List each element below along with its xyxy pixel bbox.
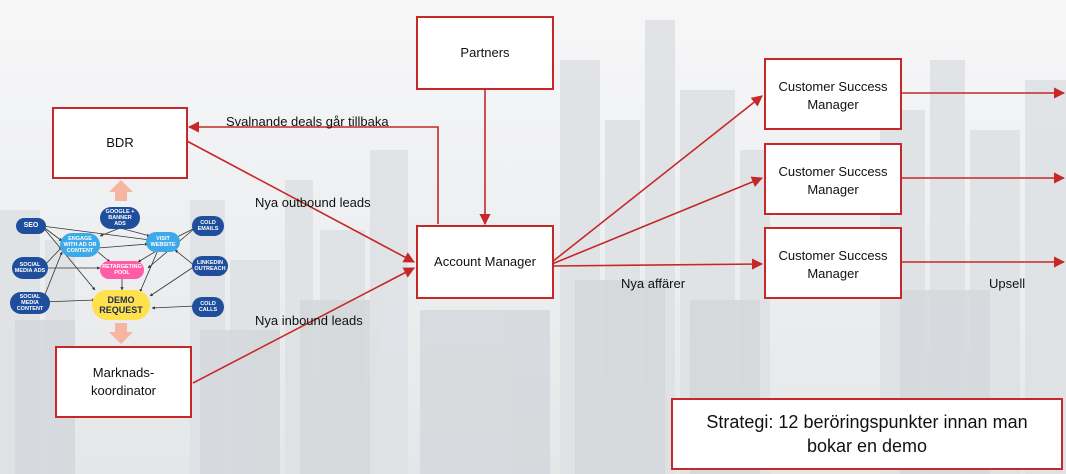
touchpoint-linkedin-outreach: LINKEDIN OUTREACH: [192, 256, 228, 276]
bdr-label: BDR: [106, 135, 134, 151]
csm-box-3: Customer Success Manager: [764, 227, 902, 299]
arrow-am-to-csm3: [551, 258, 764, 270]
label-upsell: Upsell: [989, 276, 1026, 291]
strategy-text-line2: bokar en demo: [806, 436, 928, 456]
csm-3-label-line2: Manager: [807, 265, 859, 281]
account-manager-label: Account Manager: [434, 254, 536, 270]
arrow-am-to-csm1: [551, 95, 763, 263]
touchpoint-cold-emails: COLD EMAILS: [192, 216, 224, 236]
label-nya-affarer: Nya affärer: [621, 276, 686, 291]
partners-box: Partners: [416, 16, 554, 90]
csm-box-2: Customer Success Manager: [764, 143, 902, 215]
partners-label: Partners: [460, 45, 510, 61]
label-nya-outbound-leads: Nya outbound leads: [255, 195, 371, 210]
strategy-box: Strategi: 12 beröringspunkter innan man …: [671, 398, 1063, 470]
touchpoint-cold-calls: COLD CALLS: [192, 297, 224, 317]
touchpoint-demo-request: DEMO REQUEST: [92, 290, 150, 320]
touchpoint-google-banner-ads: GOOGLE + BANNER ADS: [100, 207, 140, 229]
touchpoint-social-media-ads: SOCIAL MEDIA ADS: [12, 257, 48, 279]
arrow-am-to-bdr: [187, 121, 439, 224]
touchpoint-retargeting-pool: RETARGETING POOL: [100, 261, 144, 279]
marknadskoordinator-label-line1: Marknads-: [92, 365, 155, 381]
csm-2-label-line2: Manager: [807, 181, 859, 197]
csm-1-label-line1: Customer Success: [778, 79, 888, 94]
down-arrow-to-marknad: [109, 323, 133, 344]
arrow-marknad-to-am: [192, 267, 415, 384]
marknadskoordinator-box: Marknads- koordinator: [55, 346, 192, 418]
up-arrow-to-bdr: [109, 180, 133, 201]
csm-3-label-line1: Customer Success: [778, 248, 888, 263]
touchpoint-social-media-content: SOCIAL MEDIA CONTENT: [10, 292, 50, 314]
label-nya-inbound-leads: Nya inbound leads: [255, 313, 363, 328]
touchpoint-engage-with-ad: ENGAGE WITH AD OR CONTENT: [60, 233, 100, 257]
account-manager-box: Account Manager: [416, 225, 554, 299]
label-svalnande-deals: Svalnande deals går tillbaka: [226, 114, 389, 129]
touchpoint-visit-website: VISIT WEBSITE: [146, 232, 180, 252]
arrow-am-to-csm2: [551, 176, 764, 265]
touchpoint-seo: SEO: [16, 218, 46, 234]
strategy-text-line1: Strategi: 12 beröringspunkter innan man: [706, 411, 1028, 432]
arrow-bdr-to-am: [184, 139, 415, 263]
csm-box-1: Customer Success Manager: [764, 58, 902, 130]
csm-2-label-line1: Customer Success: [778, 164, 888, 179]
marknadskoordinator-label-line2: koordinator: [90, 383, 157, 398]
csm-1-label-line2: Manager: [807, 96, 859, 112]
bdr-box: BDR: [52, 107, 188, 179]
